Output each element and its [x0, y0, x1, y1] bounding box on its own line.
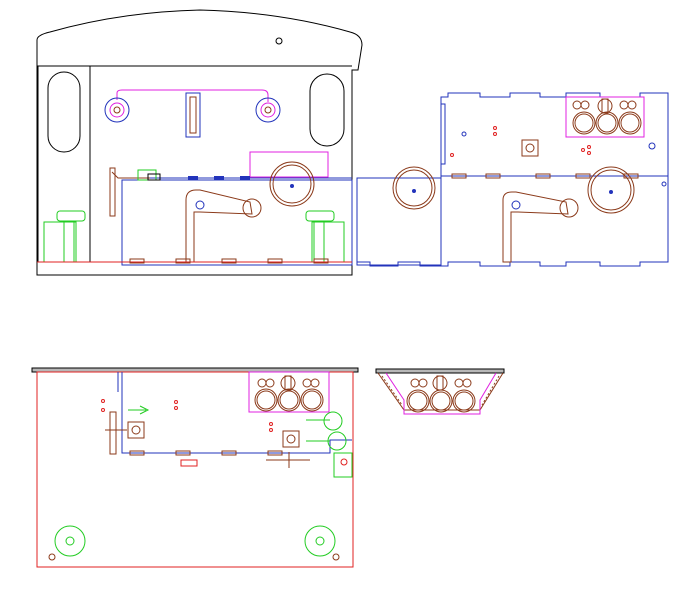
gauge-box: [565, 96, 645, 138]
end-gauge-cluster: [406, 375, 476, 413]
cab-wheel-outer: [269, 161, 315, 207]
chassis-side-view: [356, 92, 669, 267]
mid-panel: [356, 177, 442, 266]
seat-right-base: [313, 221, 345, 263]
rail-mount-left-inner: [109, 102, 125, 118]
plan-view: [31, 367, 359, 568]
rear-crank-pivot: [511, 200, 521, 210]
base-plate: [36, 371, 354, 568]
rear-indicator: [661, 181, 667, 187]
rail-mount-left-core: [113, 106, 121, 114]
plan-red-marker: [340, 458, 348, 466]
end-detail-view: [375, 368, 505, 415]
brake-lever: [109, 167, 116, 217]
rail-mount-right-inner: [260, 102, 276, 118]
plan-wheel-right-hub: [315, 536, 325, 546]
seat-left-cushion: [56, 210, 86, 222]
gauge-cluster-upper: [572, 98, 642, 135]
seat-right-cushion: [305, 210, 335, 222]
cab-top-tabs: [188, 176, 250, 180]
end-detail-edge-left: [381, 375, 403, 406]
control-box: [249, 151, 329, 178]
plan-control-plate: [127, 421, 145, 439]
indicator-blue-2: [648, 142, 656, 150]
control-plate: [521, 139, 539, 157]
rail-mount-left-outer: [104, 97, 130, 123]
plan-wheel-left: [54, 525, 86, 557]
upper-body-rail: [440, 103, 446, 165]
valve-body: [137, 169, 157, 181]
valve-cap: [147, 173, 161, 181]
crank-pivot: [195, 200, 205, 210]
plan-top-bar: [31, 367, 359, 373]
plan-green-rod: [128, 405, 150, 415]
cab-side-window: [309, 73, 345, 147]
crank-end: [242, 198, 262, 218]
plan-rivets: [101, 399, 273, 432]
plan-frame-tabs: [129, 450, 283, 456]
cab-wheel-inner: [272, 164, 312, 204]
indicator-blue: [461, 131, 467, 137]
plan-green-disc-1: [323, 411, 343, 431]
rear-wheel-inner: [590, 169, 632, 211]
pipe-rail: [116, 89, 269, 102]
plan-green-box: [333, 452, 353, 478]
lower-panel-tabs: [451, 173, 639, 179]
rear-crank-end: [559, 198, 579, 218]
roof-bolt: [275, 37, 283, 45]
end-detail-top: [375, 368, 505, 374]
cab-floor-tabs: [129, 258, 329, 264]
rail-mount-right-outer: [255, 97, 281, 123]
cab-chassis-frame: [121, 179, 353, 266]
cab-wheel-hub: [290, 184, 294, 188]
centre-slot-outer: [185, 92, 201, 138]
seat-left-base: [43, 221, 75, 263]
plan-control-knob-2: [286, 434, 296, 444]
rivets-upper: [450, 126, 591, 157]
end-detail-edge-right: [481, 375, 500, 406]
plan-green-disc-2: [327, 431, 347, 451]
upper-body-panel: [440, 92, 669, 177]
plan-frame: [121, 372, 352, 454]
plan-red-slot: [180, 459, 198, 467]
rear-crank-arm: [502, 191, 569, 263]
plan-wheel-right: [304, 525, 336, 557]
plan-control-knob: [131, 425, 141, 435]
plan-wheel-left-bolt: [48, 553, 56, 561]
end-detail-outline: [377, 372, 504, 411]
end-detail-panel: [385, 372, 497, 415]
plan-gauge-cluster: [254, 375, 324, 412]
mid-wheel-outer: [392, 166, 436, 210]
rear-wheel-outer: [587, 166, 635, 214]
plan-lever: [109, 411, 117, 455]
mid-wheel-hub: [412, 189, 416, 193]
lower-body-panel: [440, 175, 669, 267]
rear-wheel-hub: [609, 190, 613, 194]
plan-wheel-right-bolt: [332, 553, 340, 561]
control-plate-knob: [525, 143, 535, 153]
plan-gauge-box: [248, 371, 330, 413]
mid-panel-notches: [357, 261, 441, 267]
plan-control-plate-2: [282, 430, 300, 448]
cab-front-view: [36, 9, 363, 276]
crank-arm: [185, 189, 253, 263]
brake-handle: [111, 171, 150, 179]
cab-door-window: [47, 71, 81, 153]
cab-roof-outline: [36, 9, 363, 276]
mid-wheel-inner: [395, 169, 433, 207]
centre-slot-inner: [189, 96, 197, 134]
plan-wheel-left-hub: [65, 536, 75, 546]
rail-mount-right-core: [264, 106, 272, 114]
